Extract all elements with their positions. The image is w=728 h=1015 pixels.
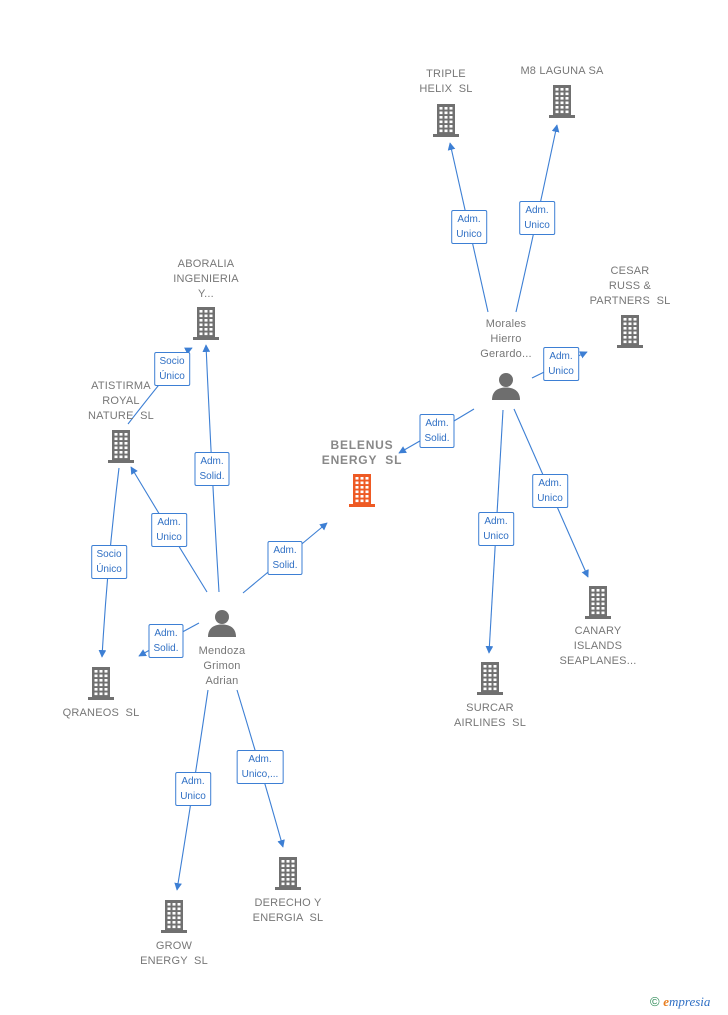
- company-building-icon[interactable]: [158, 898, 190, 939]
- company-building-icon[interactable]: [430, 102, 462, 143]
- relationship-label[interactable]: Adm. Unico: [532, 474, 568, 508]
- person-name-label[interactable]: Mendoza Grimon Adrian: [198, 645, 246, 687]
- company-building-icon[interactable]: [582, 584, 614, 625]
- relationship-label[interactable]: Adm. Solid.: [419, 414, 455, 448]
- company-building-icon[interactable]: [190, 305, 222, 346]
- relationship-label[interactable]: Adm. Unico: [175, 772, 211, 806]
- company-building-icon[interactable]: [272, 855, 304, 896]
- brand-logo[interactable]: empresia: [663, 994, 711, 1009]
- relationship-label[interactable]: Adm. Solid.: [267, 541, 303, 575]
- company-name-label[interactable]: ABORALIA INGENIERIA Y...: [173, 258, 239, 300]
- company-name-label[interactable]: QRANEOS SL: [62, 707, 140, 719]
- relationship-label[interactable]: Adm. Solid.: [194, 452, 230, 486]
- person-icon[interactable]: [207, 608, 237, 643]
- company-name-label[interactable]: SURCAR AIRLINES SL: [453, 702, 527, 729]
- person-name-label[interactable]: Morales Hierro Gerardo...: [480, 318, 532, 360]
- copyright-icon: ©: [650, 994, 660, 1009]
- relationship-label[interactable]: Adm. Unico: [543, 347, 579, 381]
- person-icon[interactable]: [491, 371, 521, 406]
- relationship-label[interactable]: Socio Único: [154, 352, 190, 386]
- company-building-icon[interactable]: [614, 313, 646, 354]
- relationship-label[interactable]: Adm. Unico: [478, 512, 514, 546]
- company-name-label[interactable]: DERECHO Y ENERGIA SL: [252, 897, 324, 924]
- company-building-icon[interactable]: [546, 83, 578, 124]
- company-name-label[interactable]: BELENUS ENERGY SL: [321, 438, 403, 467]
- relationship-label[interactable]: Adm. Unico: [451, 210, 487, 244]
- relationship-label[interactable]: Adm. Unico: [151, 513, 187, 547]
- company-building-icon[interactable]: [474, 660, 506, 701]
- copyright-footer: © empresia: [650, 994, 710, 1010]
- company-name-label[interactable]: CESAR RUSS & PARTNERS SL: [589, 265, 671, 307]
- relationship-label[interactable]: Adm. Unico: [519, 201, 555, 235]
- relationship-label[interactable]: Socio Único: [91, 545, 127, 579]
- company-name-label[interactable]: GROW ENERGY SL: [140, 940, 208, 967]
- company-name-label[interactable]: ATISTIRMA ROYAL NATURE SL: [88, 380, 154, 422]
- company-name-label[interactable]: CANARY ISLANDS SEAPLANES...: [559, 625, 637, 667]
- company-building-icon[interactable]: [85, 665, 117, 706]
- main-company-building-icon[interactable]: [346, 472, 378, 513]
- relationship-label[interactable]: Adm. Solid.: [148, 624, 184, 658]
- company-name-label[interactable]: M8 LAGUNA SA: [520, 65, 604, 77]
- company-building-icon[interactable]: [105, 428, 137, 469]
- relationship-label[interactable]: Adm. Unico,...: [236, 750, 284, 784]
- company-name-label[interactable]: TRIPLE HELIX SL: [419, 68, 473, 95]
